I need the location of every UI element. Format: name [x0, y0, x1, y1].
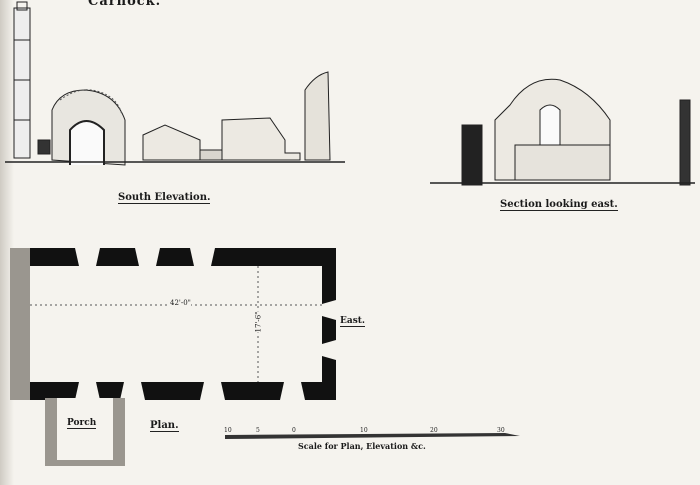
- scale-caption: Scale for Plan, Elevation &c.: [298, 441, 426, 451]
- section-drawing: [430, 78, 695, 186]
- plan-caption: Plan.: [150, 420, 179, 432]
- scale-tick: 30: [497, 427, 505, 434]
- scale-tick: 10: [360, 427, 368, 434]
- south-elevation-drawing: [5, 1, 345, 166]
- scale-tick: 5: [256, 427, 260, 434]
- scale-tick: 20: [430, 427, 438, 434]
- section-caption: Section looking east.: [500, 199, 618, 211]
- width-dimension: 17'-6": [254, 311, 263, 333]
- south-elevation-caption: South Elevation.: [118, 192, 211, 204]
- scale-tick: 0: [292, 427, 296, 434]
- length-dimension: 42'-0": [170, 299, 191, 307]
- porch-label: Porch: [67, 418, 97, 429]
- scale-tick: 10: [224, 427, 232, 434]
- scale-bar: 10 5 0 10 20 30: [224, 427, 520, 439]
- drawing-title: Carnock.: [88, 0, 162, 9]
- plan-drawing: [10, 248, 336, 466]
- east-label: East.: [340, 316, 366, 327]
